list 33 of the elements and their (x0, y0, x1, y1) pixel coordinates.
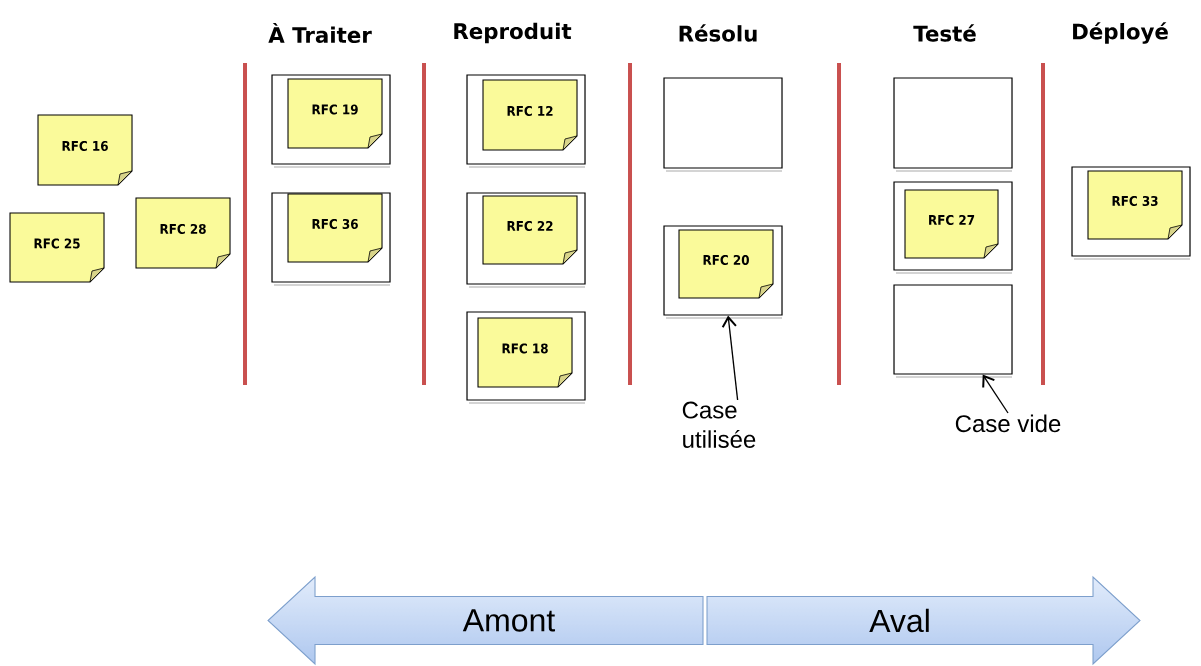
sticky-note: RFC 33 (1087, 170, 1183, 240)
sticky-note: RFC 36 (287, 193, 383, 263)
card-slot (466, 192, 586, 288)
sticky-note: RFC 16 (37, 114, 133, 186)
sticky-note: RFC 20 (678, 229, 774, 299)
card-slot (663, 77, 783, 172)
card-slot (271, 192, 391, 286)
sticky-note: RFC 27 (904, 189, 999, 259)
column-heading: À Traiter (268, 22, 372, 44)
column-heading: Résolu (679, 24, 757, 42)
sticky-note: RFC 19 (287, 78, 383, 149)
column-heading: Déployé (1073, 22, 1168, 44)
card-slot (271, 74, 391, 168)
direction-band: Amont (267, 575, 704, 666)
card-slot (466, 74, 586, 168)
card-slot (466, 311, 586, 404)
column-heading: Reproduit (454, 22, 572, 44)
sticky-note: RFC 25 (9, 212, 105, 283)
card-slot (893, 284, 1013, 378)
sticky-note: RFC 18 (477, 317, 573, 388)
sticky-note: RFC 12 (482, 79, 578, 151)
card-slot (663, 225, 783, 319)
callout-text: Case utilisée (682, 401, 756, 448)
arrow (982, 374, 1009, 414)
column-heading: Testé (913, 24, 976, 42)
arrow (721, 315, 739, 401)
direction-band: Aval (706, 575, 1141, 666)
card-slot (1071, 166, 1191, 260)
callout-text: Case vide (955, 414, 1061, 433)
sticky-note: RFC 28 (135, 197, 231, 269)
sticky-note: RFC 22 (482, 195, 578, 265)
card-slot (893, 181, 1013, 274)
card-slot (893, 77, 1013, 172)
